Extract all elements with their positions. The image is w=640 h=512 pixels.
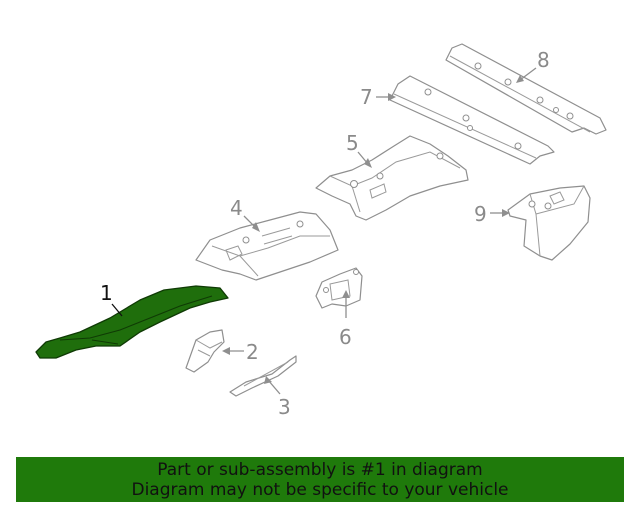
callout-3: 3: [264, 376, 291, 419]
part-5-reinforcement[interactable]: [315, 135, 469, 221]
svg-text:5: 5: [346, 131, 359, 155]
info-banner: Part or sub-assembly is #1 in diagram Di…: [16, 457, 624, 502]
svg-text:4: 4: [230, 196, 243, 220]
svg-text:1: 1: [100, 281, 113, 305]
callout-7: 7: [360, 85, 396, 109]
part-6-bracket[interactable]: [315, 267, 363, 309]
part-9-bracket[interactable]: [507, 185, 591, 261]
svg-text:8: 8: [537, 48, 550, 72]
svg-text:9: 9: [474, 202, 487, 226]
svg-text:2: 2: [246, 340, 259, 364]
svg-text:6: 6: [339, 325, 352, 349]
part-7-panel[interactable]: [389, 75, 555, 165]
part-3-bar[interactable]: [229, 355, 297, 397]
banner-line-2: Diagram may not be specific to your vehi…: [131, 479, 509, 500]
part-4-floor-panel[interactable]: [195, 211, 339, 281]
callout-2: 2: [222, 340, 259, 364]
callout-6: 6: [339, 290, 352, 349]
callout-4: 4: [230, 196, 260, 232]
part-8-rail[interactable]: [445, 43, 607, 135]
callout-9: 9: [474, 202, 510, 226]
banner-line-1: Part or sub-assembly is #1 in diagram: [157, 459, 483, 480]
svg-text:3: 3: [278, 395, 291, 419]
svg-text:7: 7: [360, 85, 373, 109]
callout-8: 8: [516, 48, 550, 83]
part-1-highlighted[interactable]: [35, 285, 229, 359]
part-2-bracket[interactable]: [185, 329, 225, 373]
callout-5: 5: [346, 131, 372, 168]
callout-1: 1: [100, 281, 123, 317]
parts-diagram: 1 2 3 4 5 6 7 8 9: [35, 43, 607, 419]
